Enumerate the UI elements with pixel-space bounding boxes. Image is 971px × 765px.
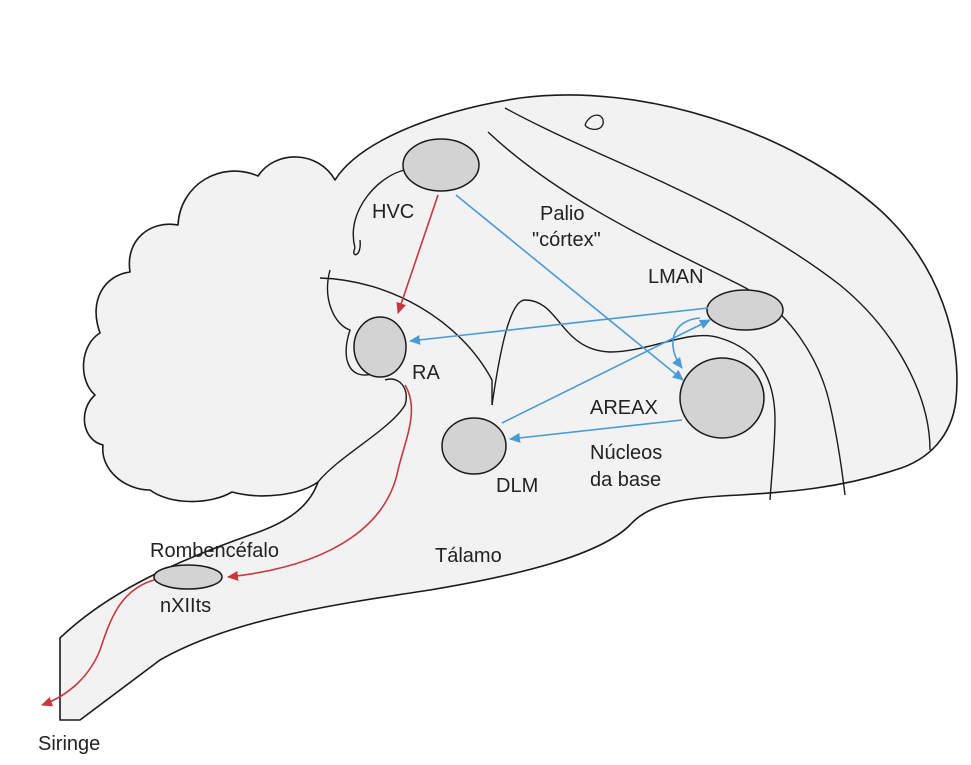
label-da-base: da base bbox=[590, 469, 661, 491]
hvc-nucleus bbox=[403, 139, 479, 191]
lman-nucleus bbox=[707, 290, 783, 330]
label-hvc: HVC bbox=[372, 201, 414, 223]
dlm-nucleus bbox=[442, 418, 506, 474]
label-nucleos: Núcleos bbox=[590, 442, 662, 464]
label-talamo: Tálamo bbox=[435, 545, 502, 567]
label-cortex: "córtex" bbox=[532, 229, 601, 251]
label-siringe: Siringe bbox=[38, 733, 100, 755]
areax-nucleus bbox=[680, 358, 764, 438]
label-palio: Palio bbox=[540, 203, 584, 225]
label-nxiits: nXIIts bbox=[160, 595, 211, 617]
brain-outline bbox=[60, 95, 957, 720]
label-areax: AREAX bbox=[590, 397, 658, 419]
ra-nucleus bbox=[354, 317, 406, 377]
label-rombencefalo: Rombencéfalo bbox=[150, 540, 279, 562]
label-dlm: DLM bbox=[496, 475, 538, 497]
label-ra: RA bbox=[412, 362, 440, 384]
label-lman: LMAN bbox=[648, 266, 704, 288]
nxiits-nucleus bbox=[154, 565, 222, 589]
